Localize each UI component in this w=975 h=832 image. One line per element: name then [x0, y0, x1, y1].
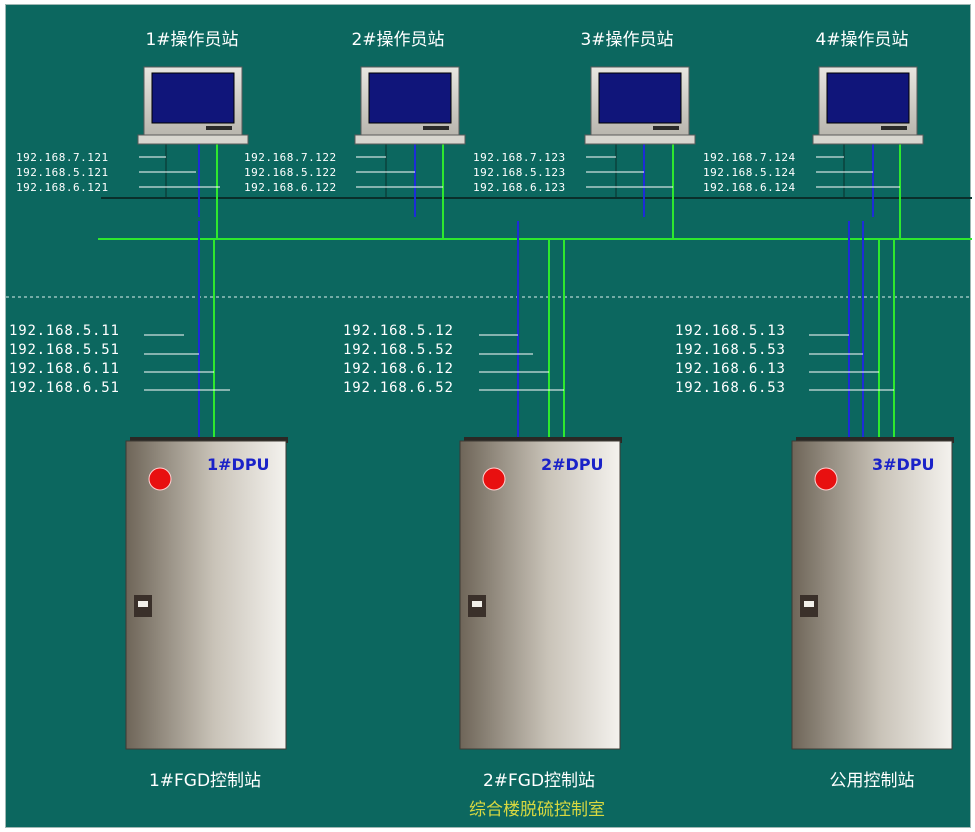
dpu-tag-3: 3#DPU — [872, 455, 935, 474]
station-1-ip-6: 192.168.6.121 — [16, 181, 109, 194]
station-label-1: 1#操作员站 — [145, 30, 239, 50]
cabinet-1-ip-b: 192.168.5.51 — [9, 342, 120, 358]
cabinet-body — [125, 440, 287, 750]
monitor-screen — [368, 72, 452, 124]
station-label-2: 2#操作员站 — [351, 30, 445, 50]
monitor-base — [137, 134, 249, 145]
cabinet-body — [459, 440, 621, 750]
cabinet-2-ip-c: 192.168.6.12 — [343, 361, 454, 377]
cabinet-3-ip-a: 192.168.5.13 — [675, 323, 786, 339]
cabinet-1-icon — [125, 437, 288, 750]
station-4-ip-5: 192.168.5.124 — [703, 166, 796, 179]
station-4-ip-7: 192.168.7.124 — [703, 151, 796, 164]
cabinet-3-icon — [791, 437, 954, 750]
monitor-2-icon — [354, 66, 466, 145]
cabinet-3-ip-c: 192.168.6.13 — [675, 361, 786, 377]
station-1-ip-5: 192.168.5.121 — [16, 166, 109, 179]
room-label: 综合楼脱硫控制室 — [469, 800, 605, 820]
door-lock-icon — [138, 601, 148, 607]
monitor-slot — [423, 126, 449, 130]
cabinet-1-ip-c: 192.168.6.11 — [9, 361, 120, 377]
monitor-3-icon — [584, 66, 696, 145]
monitor-base — [584, 134, 696, 145]
cabinet-3-ip-b: 192.168.5.53 — [675, 342, 786, 358]
monitor-1-icon — [137, 66, 249, 145]
station-2-ip-5: 192.168.5.122 — [244, 166, 337, 179]
monitor-base — [812, 134, 924, 145]
cabinet-2-ip-a: 192.168.5.12 — [343, 323, 454, 339]
station-label-3: 3#操作员站 — [580, 30, 674, 50]
monitor-4-icon — [812, 66, 924, 145]
cabinet-body — [791, 440, 953, 750]
monitor-slot — [881, 126, 907, 130]
cabinet-label-2: 2#FGD控制站 — [482, 771, 596, 791]
station-4-ip-6: 192.168.6.124 — [703, 181, 796, 194]
alarm-light-icon — [814, 467, 838, 491]
dpu-tag-2: 2#DPU — [541, 455, 604, 474]
station-2-ip-7: 192.168.7.122 — [244, 151, 337, 164]
monitor-screen — [151, 72, 235, 124]
station-1-ip-7: 192.168.7.121 — [16, 151, 109, 164]
network-canvas: 1#操作员站 2#操作员站 3#操作员站 4#操作员站 192.168.7.12… — [5, 4, 972, 828]
monitor-screen — [826, 72, 910, 124]
cabinet-label-1: 1#FGD控制站 — [148, 771, 262, 791]
alarm-light-icon — [482, 467, 506, 491]
dpu-tag-1: 1#DPU — [207, 455, 270, 474]
alarm-light-icon — [148, 467, 172, 491]
monitor-screen — [598, 72, 682, 124]
cabinet-top-edge — [464, 437, 622, 443]
station-3-ip-6: 192.168.6.123 — [473, 181, 566, 194]
cabinet-top-edge — [796, 437, 954, 443]
cabinet-1-ip-a: 192.168.5.11 — [9, 323, 120, 339]
cabinet-2-ip-d: 192.168.6.52 — [343, 380, 454, 396]
door-lock-icon — [472, 601, 482, 607]
cabinet-1-ip-d: 192.168.6.51 — [9, 380, 120, 396]
cabinet-2-ip-b: 192.168.5.52 — [343, 342, 454, 358]
station-3-ip-7: 192.168.7.123 — [473, 151, 566, 164]
cabinet-2-icon — [459, 437, 622, 750]
door-lock-icon — [804, 601, 814, 607]
monitor-slot — [206, 126, 232, 130]
monitor-base — [354, 134, 466, 145]
monitor-slot — [653, 126, 679, 130]
station-label-4: 4#操作员站 — [815, 30, 909, 50]
cabinet-label-3: 公用控制站 — [829, 771, 915, 791]
cabinet-3-ip-d: 192.168.6.53 — [675, 380, 786, 396]
station-2-ip-6: 192.168.6.122 — [244, 181, 337, 194]
cabinet-top-edge — [130, 437, 288, 443]
network-wiring — [6, 66, 972, 750]
station-3-ip-5: 192.168.5.123 — [473, 166, 566, 179]
